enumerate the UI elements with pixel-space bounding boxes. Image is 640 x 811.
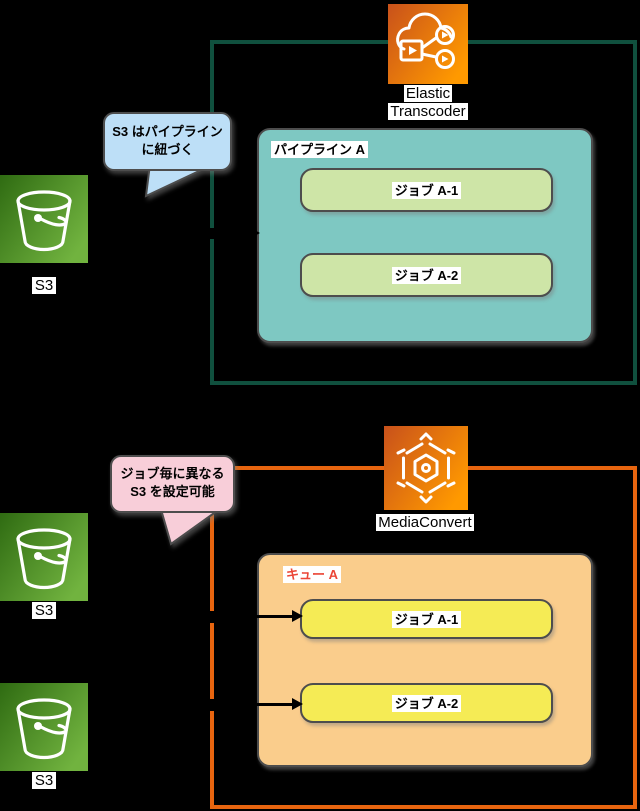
connector-gap [206,228,219,239]
arrowhead-icon [292,610,303,622]
service-name-line1: Elastic [403,85,453,102]
queue-callout-text: ジョブ毎に異なる S3 を設定可能 [111,456,234,510]
job-a2-label: ジョブ A-2 [391,266,462,284]
connector-s3-to-job2 [92,703,292,706]
queue-callout-bubble [110,455,235,546]
pipeline-callout-bubble [103,112,232,198]
elastic-transcoder-label: Elastic Transcoder [368,85,488,121]
pipeline-container: パイプライン A ジョブ A-1 ジョブ A-2 [257,128,593,343]
connector-s3-to-pipeline [92,232,249,235]
s3-bucket-label: S3 [0,772,88,789]
job-a1-box: ジョブ A-1 [300,168,553,212]
connector-gap [206,611,219,623]
job-a1-label: ジョブ A-1 [391,610,462,628]
s3-bucket-icon [0,513,88,601]
s3-bucket-label: S3 [0,602,88,619]
callout-line2: に紐づく [141,141,194,157]
mediaconvert-label: MediaConvert [359,514,491,532]
job-a2-box: ジョブ A-2 [300,253,553,297]
queue-label: キュー A [283,566,342,583]
s3-bucket-label: S3 [0,277,88,294]
pipeline-callout-text: S3 はパイプライン に紐づく [104,113,231,168]
callout-line2: S3 を設定可能 [130,484,215,499]
callout-line1: ジョブ毎に異なる [120,466,225,481]
service-name: MediaConvert [376,514,474,531]
job-a2-label: ジョブ A-2 [391,694,462,712]
connector-s3-to-job1 [92,615,292,618]
s3-bucket-icon [0,175,88,263]
mediaconvert-icon [384,426,468,510]
queue-container: キュー A ジョブ A-1 ジョブ A-2 [257,553,593,767]
job-a2-box: ジョブ A-2 [300,683,553,723]
job-a1-box: ジョブ A-1 [300,599,553,639]
s3-bucket-icon [0,683,88,771]
callout-line1: S3 はパイプライン [112,123,223,139]
service-name-line2: Transcoder [388,103,468,120]
job-a1-label: ジョブ A-1 [391,181,462,199]
connector-gap [206,699,219,711]
arrowhead-icon [292,698,303,710]
pipeline-label: パイプライン A [271,141,369,158]
elastic-transcoder-icon [388,4,468,84]
arrowhead-icon [249,227,260,239]
